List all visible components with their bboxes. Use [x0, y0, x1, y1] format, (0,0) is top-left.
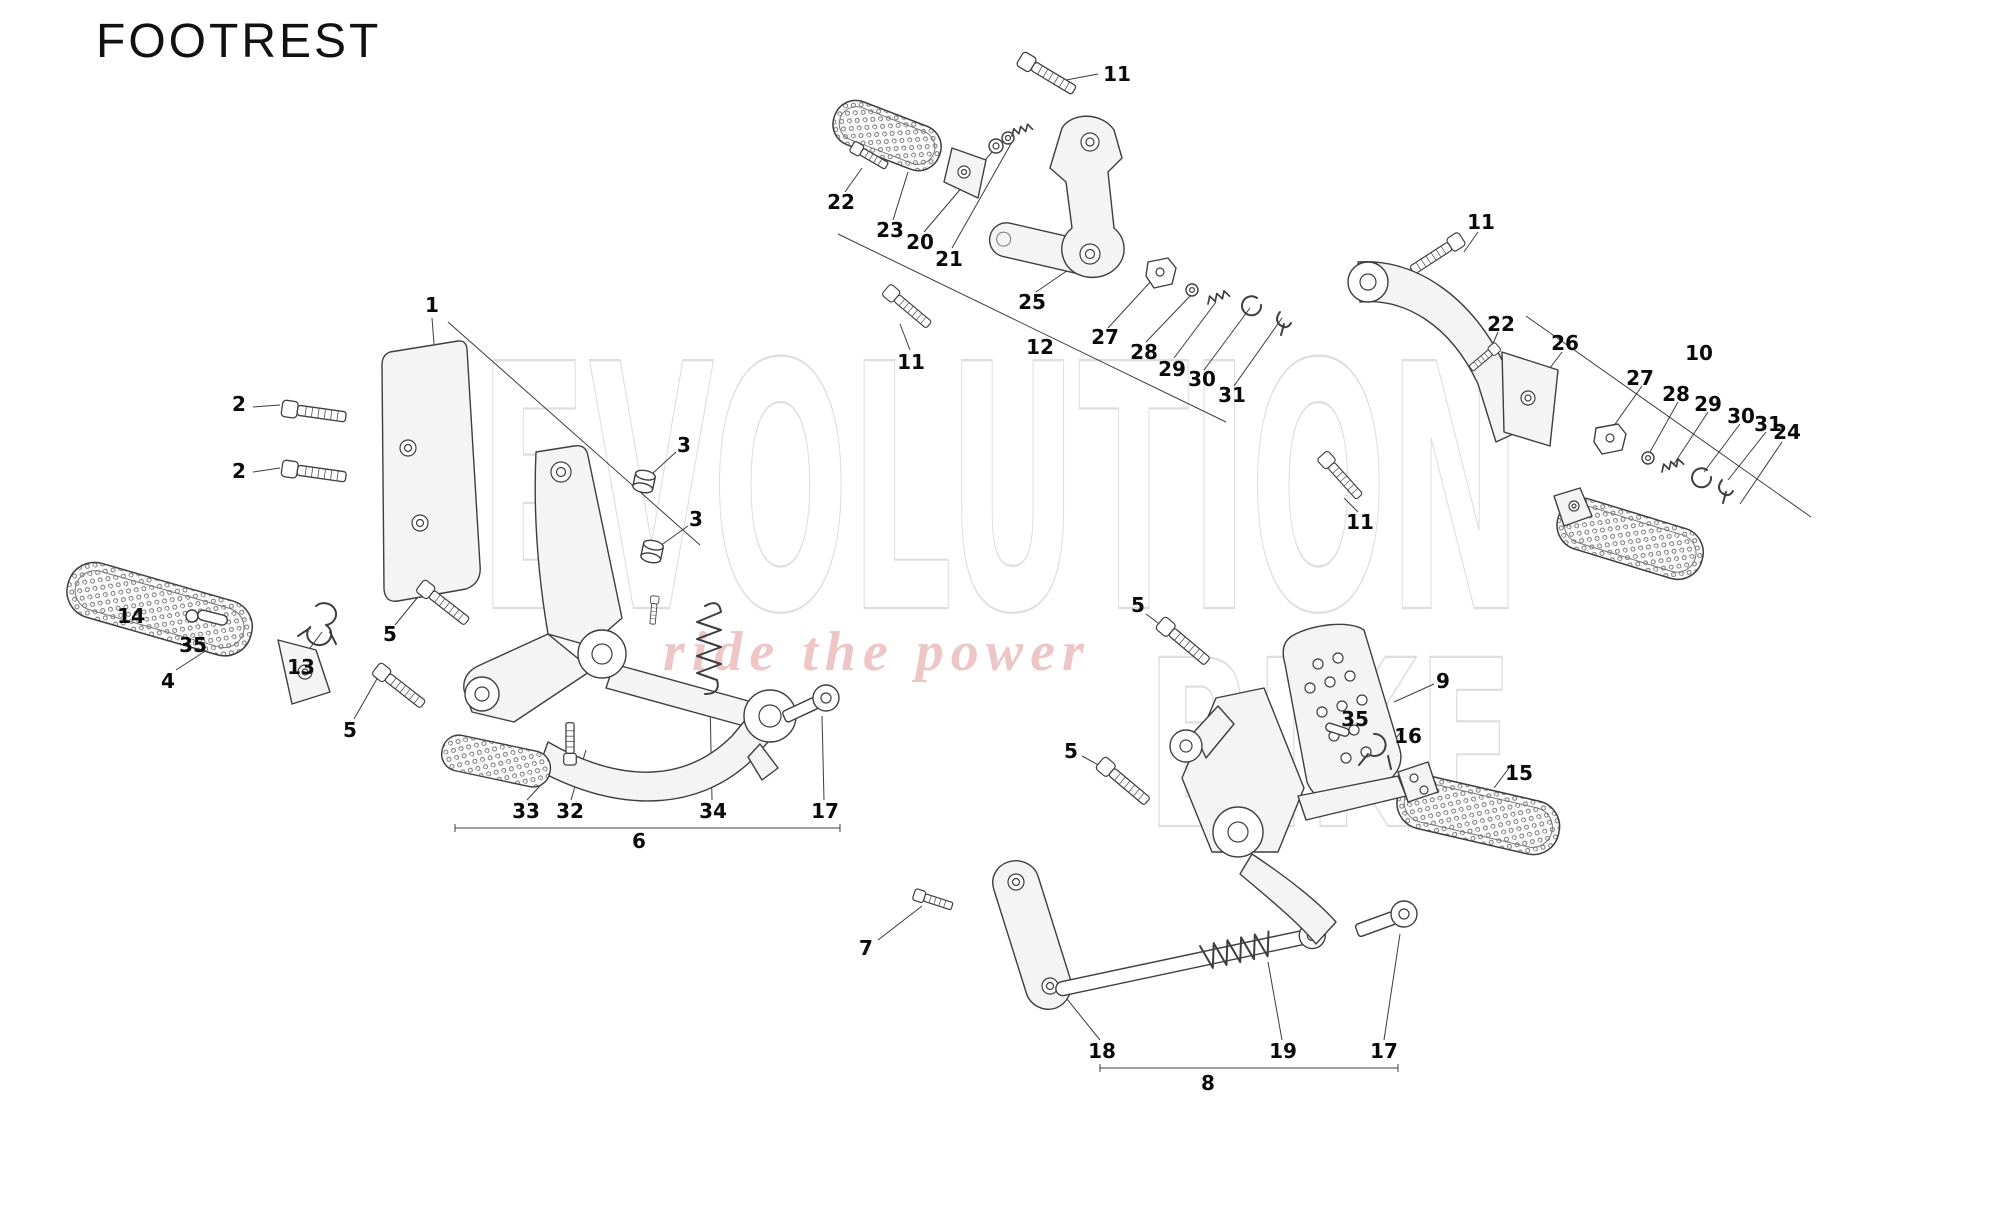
part-bracket-left [463, 445, 753, 727]
part-bolt-2a [280, 399, 348, 426]
part-bolt-17-left [782, 684, 840, 723]
part-footpeg-rear-left-23 [832, 99, 987, 199]
part-pin-35-right [1325, 722, 1350, 737]
part-shift-rod-19 [1055, 921, 1326, 997]
leader-lines [139, 73, 1812, 1072]
part-washers-20 [988, 131, 1015, 154]
part-footpeg-front-right-15 [1396, 761, 1561, 856]
right-rear-footrest-assembly [1316, 230, 1734, 581]
part-spring-29-right [1658, 456, 1685, 473]
part-torsion-spring-16 [1358, 732, 1392, 770]
part-plate-27-top [1145, 257, 1177, 289]
part-bolt-2b [280, 459, 348, 486]
part-washer-28-top [1185, 283, 1199, 297]
part-return-spring-13 [297, 602, 338, 647]
page-title: FOOTREST [96, 15, 382, 68]
part-pin-35-left [185, 609, 228, 626]
part-mount-plate-1 [381, 340, 481, 602]
part-shift-link-18 [992, 860, 1072, 1010]
part-bolt-5b [370, 661, 429, 712]
part-heel-guard-9 [1282, 623, 1402, 803]
watermark-tagline: ride the power [663, 621, 1091, 683]
part-bracket-right [1169, 687, 1407, 858]
part-bolt-11-right [1407, 230, 1467, 278]
part-nut-3b [639, 537, 665, 566]
part-extension-spring-34 [696, 602, 722, 695]
part-hanger-bracket-25 [1049, 115, 1125, 279]
left-footrest-assembly [66, 340, 840, 802]
part-plate-27-right [1593, 423, 1627, 455]
part-lever-arm-right [1239, 853, 1337, 945]
part-hanger-arm-26 [1347, 261, 1559, 447]
part-stud-33 [563, 722, 577, 766]
part-clip-30-right [1691, 467, 1713, 489]
part-washer-28-right [1641, 451, 1655, 465]
right-front-footrest-assembly [911, 615, 1561, 1010]
part-brake-lever-6 [440, 689, 797, 802]
part-clip-31-right [1718, 479, 1734, 504]
top-footrest-assembly [832, 50, 1292, 336]
part-bolt-17-right [1354, 900, 1418, 938]
part-bolt-5d [1094, 755, 1153, 809]
part-nut-3a [631, 467, 657, 496]
part-footpeg-rear-right-24 [1553, 487, 1704, 581]
part-footpeg-front-left-14 [66, 561, 331, 705]
part-bolt-11-top [1015, 50, 1079, 99]
